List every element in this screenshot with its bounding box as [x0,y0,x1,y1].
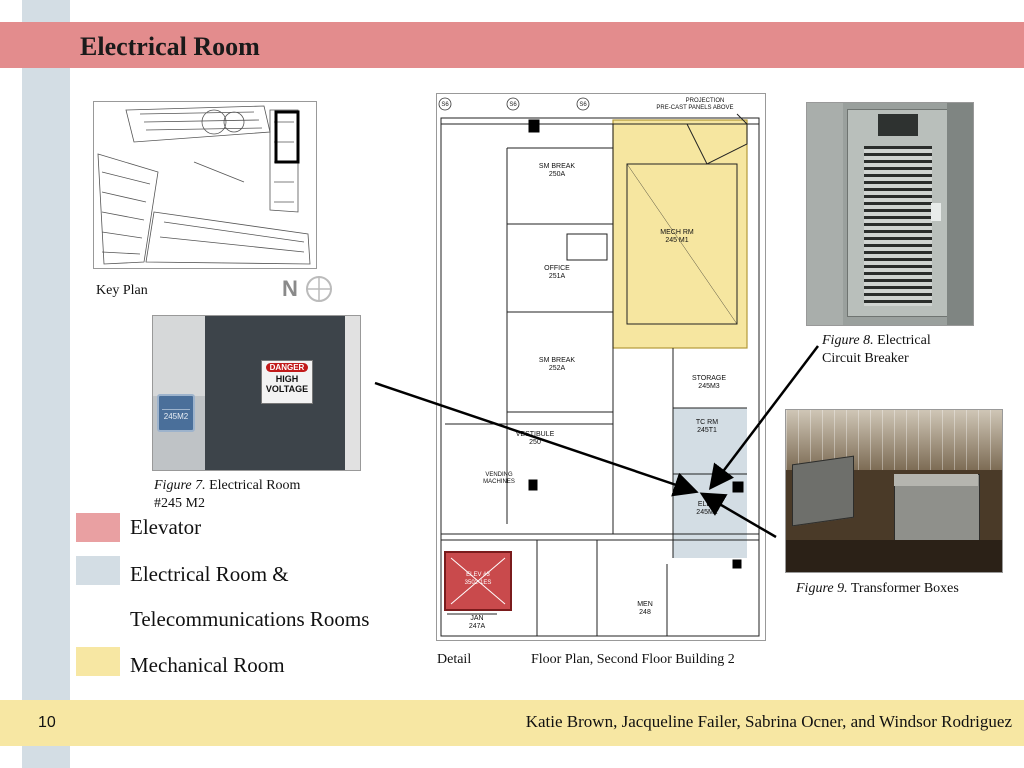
room-mech-number: 245 M1 [665,237,688,244]
room-tc-number: 245T1 [697,427,717,434]
figure8-caption-number: Figure 8. [822,333,874,348]
floor-plan-drawing: S6 S6 S6 PROJECTION PRE-CAST PANELS ABOV… [436,93,766,641]
room-vestibule-number: 250 [529,439,541,446]
north-label: N [282,276,298,301]
figure9-caption-number: Figure 9. [796,581,848,596]
room-sm-break-1: SM BREAK [539,163,576,170]
arrow-from-figure9 [699,492,777,539]
footer-bar [0,700,1024,746]
room-elevator: ELEV #3 [466,572,490,578]
room-vending-2: MACHINES [483,479,515,485]
room-elevator-number: 3502-1ES [465,580,492,586]
room-sm-break-1-number: 250A [549,171,566,178]
danger-sign: DANGER HIGH VOLTAGE [261,360,313,404]
legend-swatch-elevator [76,513,120,542]
danger-sign-header: DANGER [266,363,308,372]
figure9-caption: Figure 9. Transformer Boxes [796,580,996,598]
mechanical-room-zone [612,119,748,349]
column-marker-3: S6 [579,102,587,108]
breaker-panel [847,109,949,317]
slide-title: Electrical Room [80,32,260,61]
room-janitor-number: 247A [469,623,486,630]
key-plan-label: Key Plan [96,283,148,298]
room-men: MEN [637,601,653,608]
room-men-number: 248 [639,609,651,616]
north-arrow: N [282,274,338,304]
room-sm-break-2: SM BREAK [539,357,576,364]
projection-note: PROJECTION [686,98,725,104]
figure7-caption: Figure 7. Electrical Room #245 M2 [154,477,354,513]
figure7-caption-text: Electrical Room [205,478,301,493]
figure8-caption: Figure 8. Electrical Circuit Breaker [822,332,982,368]
legend-label-electrical: Electrical Room & [130,562,289,586]
figure8-caption-text: Electrical [873,333,931,348]
legend-swatch-mechanical [76,647,120,676]
key-plan-image [93,101,317,269]
room-mech: MECH RM [660,229,694,236]
arrow-from-figure8 [708,345,819,490]
column-marker-1: S6 [441,102,449,108]
arrow-from-figure7 [374,381,699,497]
legend-swatch-electrical [76,556,120,585]
page-number: 10 [38,714,56,731]
figure7-caption-number: Figure 7. [154,478,206,493]
room-office: OFFICE [544,265,570,272]
column-marker-2: S6 [509,102,517,108]
room-vending: VENDING [485,472,513,478]
room-number-plate: 245M2 [157,394,195,432]
room-number-plate-text: 245M2 [163,412,189,421]
room-storage: STORAGE [692,375,726,382]
room-vestibule: VESTIBULE [516,431,555,438]
floor-plan-caption: Floor Plan, Second Floor Building 2 [531,652,735,667]
figure8-photo [806,102,974,326]
decorative-vertical-stripe [22,0,70,768]
figure9-caption-text: Transformer Boxes [847,581,959,596]
danger-sign-voltage: VOLTAGE [265,384,309,394]
north-compass-icon [306,276,332,302]
key-plan-drawing [97,105,311,265]
figure7-caption-line2: #245 M2 [154,496,205,511]
room-office-number: 251A [549,273,566,280]
figure7-photo: DANGER HIGH VOLTAGE 245M2 [152,315,361,471]
title-bar [0,22,1024,68]
legend-label-elevator: Elevator [130,515,202,539]
precast-note: PRE-CAST PANELS ABOVE [656,105,733,111]
room-tc: TC RM [696,419,718,426]
legend-label-mechanical: Mechanical Room [130,653,285,677]
legend-label-telecom: Telecommunications Rooms [130,607,370,631]
figure9-photo [785,409,1003,573]
room-sm-break-2-number: 252A [549,365,566,372]
authors: Katie Brown, Jacqueline Failer, Sabrina … [525,712,1012,731]
room-storage-number: 245M3 [698,383,720,390]
figure8-caption-line2: Circuit Breaker [822,351,909,366]
danger-sign-high: HIGH [275,374,299,384]
floor-plan-detail-label: Detail [437,652,472,667]
room-janitor: JAN [470,615,483,622]
